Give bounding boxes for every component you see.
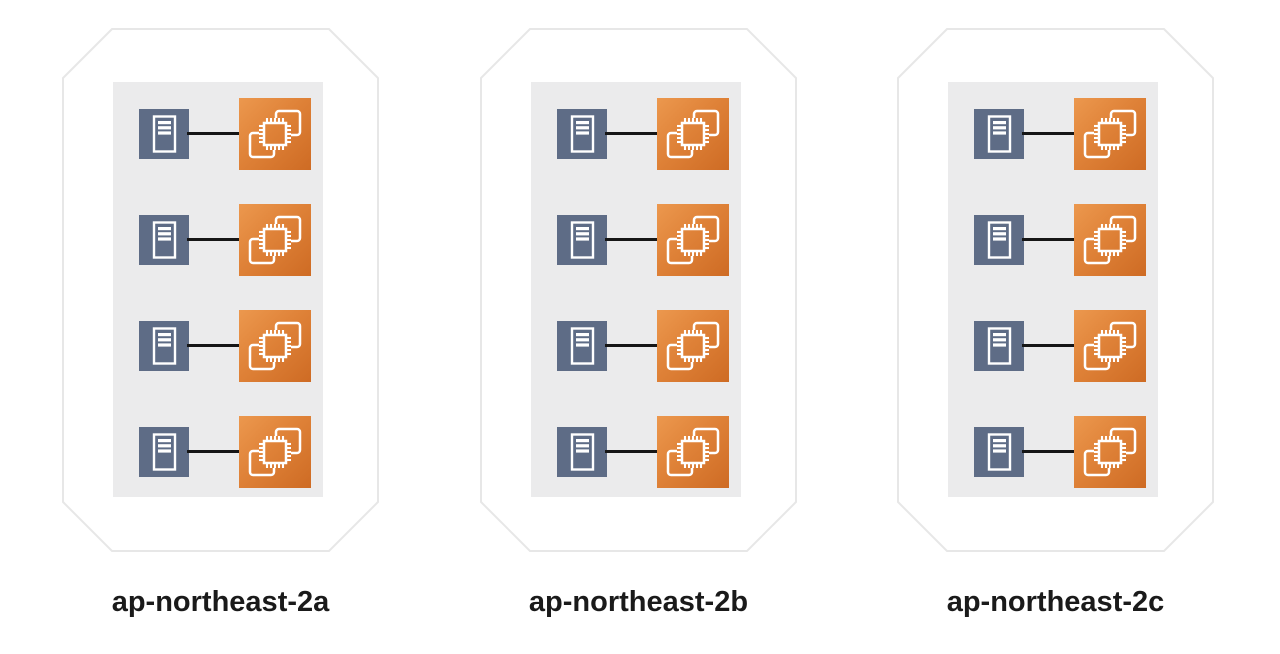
instance-pair-row <box>531 98 741 170</box>
server-icon <box>139 215 189 265</box>
instance-pair-row <box>113 204 323 276</box>
connector-line <box>1022 344 1076 347</box>
az-label: ap-northeast-2a <box>111 586 330 618</box>
connector-line <box>605 132 659 135</box>
az-panel <box>948 82 1158 497</box>
server-icon <box>557 109 607 159</box>
connector-line <box>605 450 659 453</box>
server-icon <box>139 109 189 159</box>
ec2-instances-icon <box>657 98 729 170</box>
connector-line <box>187 238 241 241</box>
connector-line <box>1022 450 1076 453</box>
ec2-instances-icon <box>239 416 311 488</box>
server-icon <box>557 321 607 371</box>
server-icon <box>139 321 189 371</box>
connector-line <box>187 132 241 135</box>
server-icon <box>557 215 607 265</box>
instance-pair-row <box>531 416 741 488</box>
az-panel <box>113 82 323 497</box>
az-label: ap-northeast-2b <box>528 586 749 618</box>
instance-pair-row <box>948 98 1158 170</box>
instance-pair-row <box>113 310 323 382</box>
ec2-instances-icon <box>1074 416 1146 488</box>
connector-line <box>1022 132 1076 135</box>
availability-zone-b: ap-northeast-2b <box>480 28 797 654</box>
availability-zone-c: ap-northeast-2c <box>897 28 1214 654</box>
availability-zone-a: ap-northeast-2a <box>62 28 379 654</box>
ec2-instances-icon <box>657 416 729 488</box>
instance-pair-row <box>948 416 1158 488</box>
server-icon <box>974 321 1024 371</box>
server-icon <box>974 427 1024 477</box>
ec2-instances-icon <box>1074 310 1146 382</box>
ec2-instances-icon <box>1074 204 1146 276</box>
ec2-instances-icon <box>657 204 729 276</box>
connector-line <box>605 238 659 241</box>
ec2-instances-icon <box>1074 98 1146 170</box>
ec2-instances-icon <box>239 310 311 382</box>
server-icon <box>139 427 189 477</box>
connector-line <box>1022 238 1076 241</box>
instance-pair-row <box>113 416 323 488</box>
server-icon <box>974 109 1024 159</box>
connector-line <box>187 344 241 347</box>
instance-pair-row <box>531 204 741 276</box>
connector-line <box>605 344 659 347</box>
instance-pair-row <box>113 98 323 170</box>
az-panel <box>531 82 741 497</box>
ec2-instances-icon <box>239 204 311 276</box>
instance-pair-row <box>531 310 741 382</box>
az-label: ap-northeast-2c <box>946 586 1165 618</box>
server-icon <box>557 427 607 477</box>
server-icon <box>974 215 1024 265</box>
instance-pair-row <box>948 310 1158 382</box>
ec2-instances-icon <box>657 310 729 382</box>
ec2-instances-icon <box>239 98 311 170</box>
instance-pair-row <box>948 204 1158 276</box>
connector-line <box>187 450 241 453</box>
